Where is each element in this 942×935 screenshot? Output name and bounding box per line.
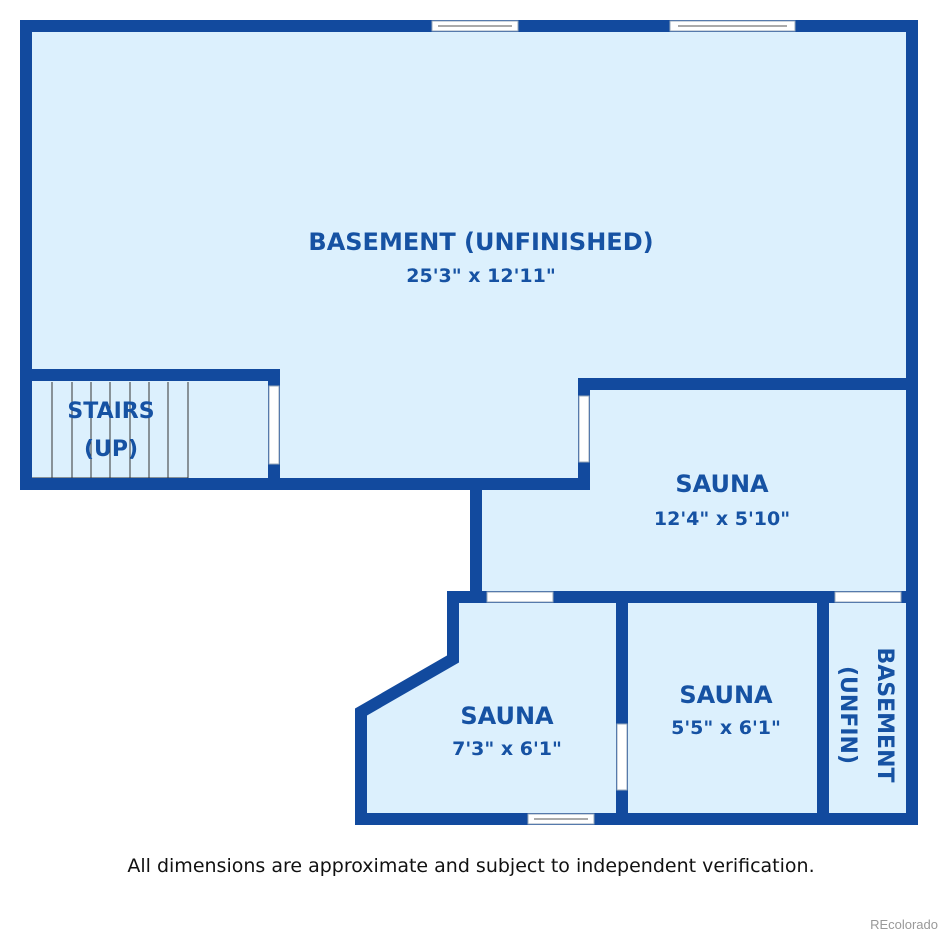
lower-rooms-floor <box>361 597 912 819</box>
window-top-right <box>669 20 796 32</box>
sauna-2-doorway <box>486 591 554 603</box>
window-top-left <box>431 20 519 32</box>
sauna-1-dims: 12'4" x 5'10" <box>654 508 790 530</box>
basement-small-unfin: (UNFIN) <box>835 666 860 764</box>
sauna-2-dims: 7'3" x 6'1" <box>452 738 562 760</box>
sauna-2-3-doorway <box>616 723 628 791</box>
sauna-1-name: SAUNA <box>675 470 769 498</box>
basement-main-name: BASEMENT (UNFINISHED) <box>308 228 653 256</box>
sauna-2-name: SAUNA <box>460 702 554 730</box>
disclaimer-text: All dimensions are approximate and subje… <box>127 855 815 877</box>
basement-small-name: BASEMENT <box>872 647 897 782</box>
window-bottom <box>527 813 595 825</box>
stairs-direction: (UP) <box>84 437 138 462</box>
sauna-3-name: SAUNA <box>679 681 773 709</box>
sauna-3-dims: 5'5" x 6'1" <box>671 717 781 739</box>
basement-main-dims: 25'3" x 12'11" <box>406 265 555 287</box>
source-credit: REcolorado <box>870 917 938 932</box>
sauna-1-doorway <box>578 395 590 463</box>
stairs-label: STAIRS <box>67 399 154 424</box>
stairs-doorway <box>268 385 280 465</box>
basement-small-doorway <box>834 591 902 603</box>
